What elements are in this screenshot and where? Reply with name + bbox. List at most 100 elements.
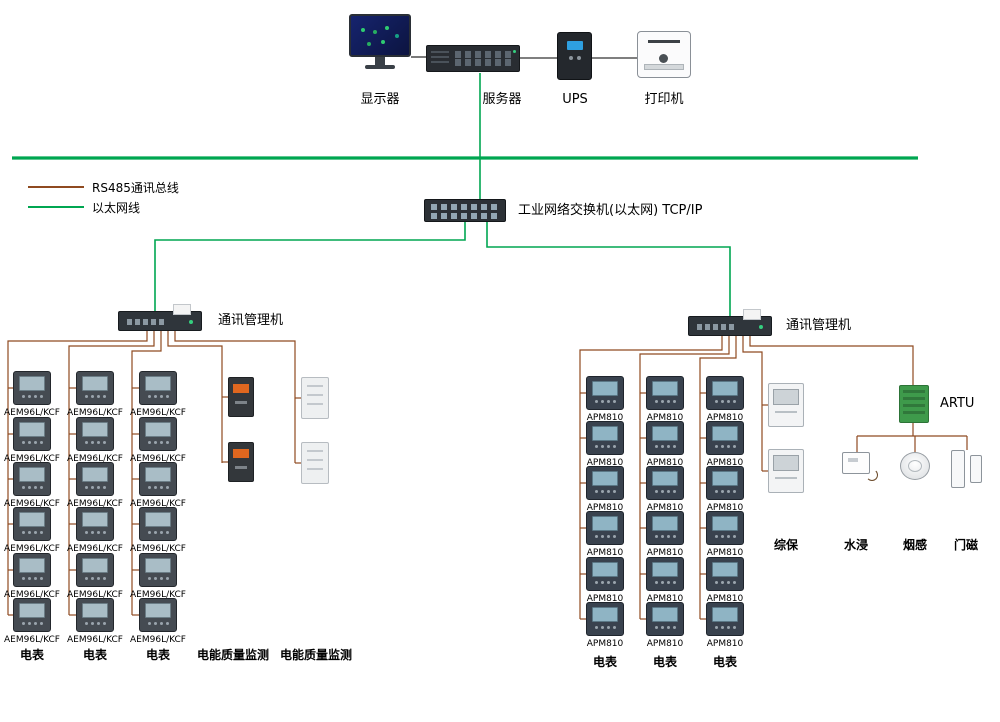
apm-meter-icon	[586, 557, 624, 591]
column-bottom-label: 电能质量监测	[196, 648, 270, 662]
aem-device-label: AEM96L/KCF	[130, 499, 186, 509]
artu-label: ARTU	[940, 396, 975, 411]
legend-rs485-label: RS485通讯总线	[92, 180, 179, 195]
aem-device-label: AEM96L/KCF	[67, 590, 123, 600]
aem-device-label: AEM96L/KCF	[130, 544, 186, 554]
rs485-line	[639, 336, 730, 619]
aem-device-label: AEM96L/KCF	[67, 499, 123, 509]
apm-device-label: APM810	[586, 548, 624, 558]
legend-item-rs485: RS485通讯总线	[28, 177, 179, 197]
apm-meter-icon	[706, 421, 744, 455]
apm-device-label: APM810	[706, 413, 744, 423]
monitor-base	[365, 65, 395, 69]
door-magnet-icon	[949, 450, 985, 488]
ethernet-line	[154, 222, 466, 311]
column-bottom-label: 电表	[712, 655, 738, 669]
apm-device-label: APM810	[586, 413, 624, 423]
apm-meter-icon	[706, 557, 744, 591]
ethernet-line-swatch	[28, 206, 84, 208]
smoke-detector-icon	[900, 452, 930, 480]
apm-meter-icon	[586, 466, 624, 500]
door-magnet-part	[970, 455, 982, 483]
aem-meter-icon	[76, 371, 114, 405]
switch-ports	[431, 204, 499, 210]
aem-device-label: AEM96L/KCF	[130, 635, 186, 645]
printer-tray	[644, 64, 684, 70]
aem-meter-icon	[13, 598, 51, 632]
apm-device-label: APM810	[706, 594, 744, 604]
printer-paper-slot	[648, 40, 680, 43]
power-quality-monitor-icon	[301, 377, 329, 419]
legend-item-ethernet: 以太网线	[28, 197, 179, 217]
server-icon	[426, 45, 520, 72]
apm-device-label: APM810	[586, 503, 624, 513]
manager-led	[759, 325, 763, 329]
aem-device-label: AEM96L/KCF	[130, 408, 186, 418]
door-sensor-label: 门磁	[953, 538, 979, 552]
ethernet-line	[486, 222, 731, 316]
apm-meter-icon	[586, 511, 624, 545]
printer-icon	[637, 31, 691, 78]
aem-device-label: AEM96L/KCF	[4, 499, 60, 509]
manager-tag	[743, 309, 761, 320]
apm-device-label: APM810	[586, 639, 624, 649]
apm-meter-icon	[586, 602, 624, 636]
comm-manager-right-icon	[688, 309, 772, 336]
aem-meter-icon	[76, 598, 114, 632]
apm-device-label: APM810	[706, 503, 744, 513]
power-quality-monitor-icon	[301, 442, 329, 484]
aem-device-label: AEM96L/KCF	[67, 454, 123, 464]
server-drive-bays	[455, 59, 511, 66]
rs485-line-swatch	[28, 186, 84, 188]
aem-meter-icon	[76, 507, 114, 541]
rs485-line	[742, 336, 763, 471]
apm-device-label: APM810	[646, 594, 684, 604]
rs485-line	[68, 331, 155, 615]
manager-ports	[127, 319, 167, 325]
comm-manager-right-label: 通讯管理机	[786, 318, 852, 333]
aem-meter-icon	[13, 507, 51, 541]
apm-device-label: APM810	[646, 413, 684, 423]
legend: RS485通讯总线 以太网线	[28, 177, 179, 217]
aem-device-label: AEM96L/KCF	[4, 635, 60, 645]
apm-meter-icon	[646, 511, 684, 545]
aem-device-label: AEM96L/KCF	[4, 544, 60, 554]
apm-device-label: APM810	[646, 458, 684, 468]
legend-ethernet-label: 以太网线	[92, 200, 141, 215]
monitor-screen	[349, 14, 411, 57]
aem-meter-icon	[139, 462, 177, 496]
aem-meter-icon	[76, 462, 114, 496]
aem-meter-icon	[13, 462, 51, 496]
network-switch-icon	[424, 199, 506, 222]
apm-meter-icon	[706, 602, 744, 636]
printer-logo	[659, 54, 668, 63]
aem-device-label: AEM96L/KCF	[130, 454, 186, 464]
apm-device-label: APM810	[706, 458, 744, 468]
printer-label: 打印机	[644, 92, 684, 107]
aem-meter-icon	[139, 507, 177, 541]
apm-meter-icon	[706, 511, 744, 545]
smoke-sensor-label: 烟感	[902, 538, 928, 552]
ups-display	[566, 41, 583, 50]
column-bottom-label: 电表	[19, 648, 45, 662]
aem-meter-icon	[139, 371, 177, 405]
aem-meter-icon	[139, 553, 177, 587]
manager-ports	[697, 324, 737, 330]
rs485-line	[699, 336, 737, 619]
apm-device-label: APM810	[586, 458, 624, 468]
power-quality-monitor-icon	[228, 377, 254, 417]
aem-meter-icon	[13, 417, 51, 451]
artu-module-icon	[899, 385, 929, 423]
apm-meter-icon	[586, 421, 624, 455]
rs485-line	[7, 331, 148, 615]
aem-device-label: AEM96L/KCF	[4, 590, 60, 600]
column-bottom-label: 电能质量监测	[279, 648, 353, 662]
apm-device-label: APM810	[586, 594, 624, 604]
aem-meter-icon	[13, 553, 51, 587]
column-bottom-label: 电表	[652, 655, 678, 669]
server-label: 服务器	[482, 92, 522, 107]
switch-label: 工业网络交换机(以太网) TCP/IP	[518, 203, 703, 218]
apm-meter-icon	[706, 466, 744, 500]
monitor-label: 显示器	[360, 92, 400, 107]
